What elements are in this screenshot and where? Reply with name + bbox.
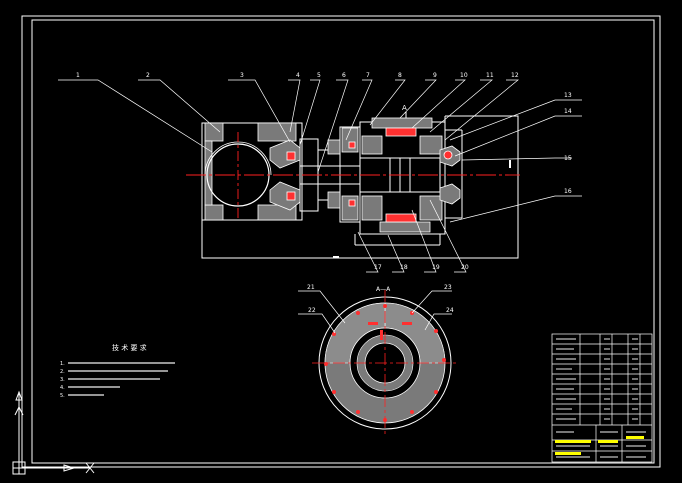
notes-item-3: 3. xyxy=(60,377,65,383)
drawing-frame xyxy=(21,15,661,468)
callout-11: 11 xyxy=(486,72,494,79)
callout-5: 5 xyxy=(317,72,321,79)
assembly-main-view xyxy=(186,115,520,259)
callout-20: 20 xyxy=(461,264,469,271)
section-marker: A xyxy=(402,104,407,118)
middle-bearing-seat xyxy=(327,127,359,221)
callout-1: 1 xyxy=(76,72,80,79)
ucs-icon xyxy=(12,390,95,475)
title-block xyxy=(551,333,653,463)
callout-23: 23 xyxy=(444,284,452,291)
callout-9: 9 xyxy=(433,72,437,79)
section-marker-top-text: A xyxy=(402,104,407,112)
callout-2: 2 xyxy=(146,72,150,79)
callout-14: 14 xyxy=(564,108,572,115)
callout-7: 7 xyxy=(366,72,370,79)
notes-title: 技 术 要 求 xyxy=(112,343,147,352)
support-block-section xyxy=(204,122,297,221)
callout-labels-top: 1 2 3 4 5 6 7 8 9 10 11 12 xyxy=(76,72,519,79)
upper-housing-section xyxy=(361,117,443,233)
callout-labels-bottom: 17 18 19 20 xyxy=(374,264,469,271)
top-callout-leaders xyxy=(58,79,519,173)
notes-item-4: 4. xyxy=(60,385,65,391)
right-callout-leaders xyxy=(449,99,582,223)
callout-6: 6 xyxy=(342,72,346,79)
callout-22: 22 xyxy=(308,307,316,314)
technical-notes: 技 术 要 求 1. 2. 3. 4. 5. xyxy=(60,343,175,399)
main-centerlines xyxy=(186,132,520,218)
callout-24: 24 xyxy=(446,307,454,314)
left-coupling-flange xyxy=(269,139,301,211)
callout-16: 16 xyxy=(564,188,572,195)
callout-21: 21 xyxy=(307,284,315,291)
callout-4: 4 xyxy=(296,72,300,79)
callout-12: 12 xyxy=(511,72,519,79)
notes-item-1: 1. xyxy=(60,361,65,367)
base-tick xyxy=(333,256,339,258)
title-block-highlights xyxy=(555,436,644,455)
notes-item-2: 2. xyxy=(60,369,65,375)
callout-15: 15 xyxy=(564,155,572,162)
right-end-cap xyxy=(439,145,461,205)
callout-17: 17 xyxy=(374,264,382,271)
bottom-callout-leaders xyxy=(357,199,467,273)
section-view-title: A—A xyxy=(376,286,391,293)
callout-10: 10 xyxy=(460,72,468,79)
section-key-slots xyxy=(368,322,412,340)
callout-18: 18 xyxy=(400,264,408,271)
callout-19: 19 xyxy=(432,264,440,271)
callout-labels-right: 13 14 15 16 xyxy=(564,92,572,195)
notes-item-5: 5. xyxy=(60,393,65,399)
callout-3: 3 xyxy=(240,72,244,79)
callout-13: 13 xyxy=(564,92,572,99)
callout-8: 8 xyxy=(398,72,402,79)
title-block-text-marks xyxy=(556,338,646,458)
section-view-aa: A—A xyxy=(298,284,458,436)
